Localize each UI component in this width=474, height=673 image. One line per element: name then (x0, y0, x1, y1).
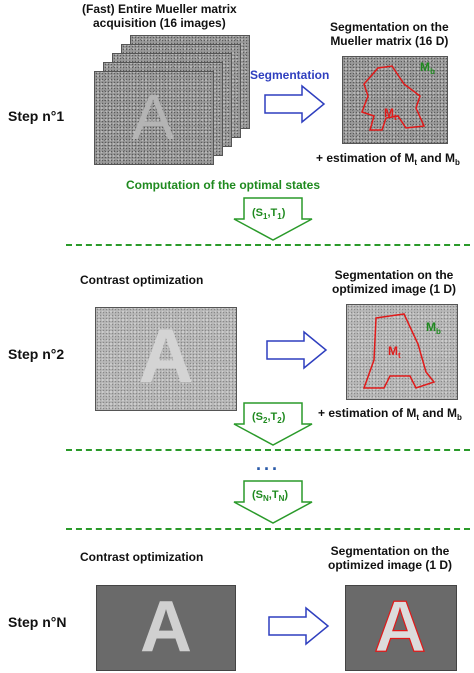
separator-3 (66, 528, 470, 530)
estimation-step2: + estimation of Mt and Mb (318, 406, 462, 422)
noisy-a-letter: A (131, 81, 175, 153)
right-arrow-icon (268, 606, 330, 646)
segmentation-contour (361, 65, 426, 131)
contrast-optimization-step2: Contrast optimization (80, 273, 204, 287)
state-sn-tn: (SN,TN) (252, 489, 289, 503)
segmentation-title-stepn: Segmentation on the optimized image (1 D… (328, 544, 453, 572)
segmented-a-letter-n: A (373, 587, 426, 667)
separator-1 (66, 244, 470, 246)
optimized-a-letter: A (138, 314, 194, 399)
mueller-image-front (94, 71, 214, 165)
ellipsis: ... (256, 454, 281, 474)
state-s2-t2: (S2,T2) (252, 411, 286, 425)
optimal-states-title: Computation of the optimal states (126, 178, 321, 192)
mt-label-step2: Mt (388, 344, 401, 360)
segmentation-arrow-label: Segmentation (250, 68, 330, 82)
segmentation-title-step1: Segmentation on the Mueller matrix (16 D… (330, 20, 449, 48)
optimized-a-letter-n: A (140, 587, 192, 667)
down-arrow-icon-1 (233, 197, 313, 241)
acquisition-title: (Fast) Entire Mueller matrix acquisition… (82, 2, 237, 30)
separator-2 (66, 449, 470, 451)
step-1-label: Step n°1 (8, 108, 65, 124)
right-arrow-icon (264, 84, 326, 124)
segmentation-contour-step2 (362, 313, 436, 389)
mt-label-step1: Mt (384, 106, 397, 122)
estimation-step1: + estimation of Mt and Mb (316, 151, 460, 167)
state-s1-t1: (S1,T1) (252, 207, 286, 221)
mb-label-step2: Mb (426, 320, 441, 336)
mb-label-step1: Mb (420, 60, 435, 76)
step-2-label: Step n°2 (8, 346, 65, 362)
step-n-label: Step n°N (8, 614, 67, 630)
down-arrow-icon-n (233, 480, 313, 524)
optimized-image-stepn (96, 585, 236, 671)
down-arrow-icon-2 (233, 402, 313, 446)
optimized-image-step2 (95, 307, 237, 411)
segmentation-title-step2: Segmentation on the optimized image (1 D… (332, 268, 457, 296)
segmented-optimized-image-stepn (345, 585, 457, 671)
right-arrow-icon (266, 330, 328, 370)
contrast-optimization-stepn: Contrast optimization (80, 550, 204, 564)
